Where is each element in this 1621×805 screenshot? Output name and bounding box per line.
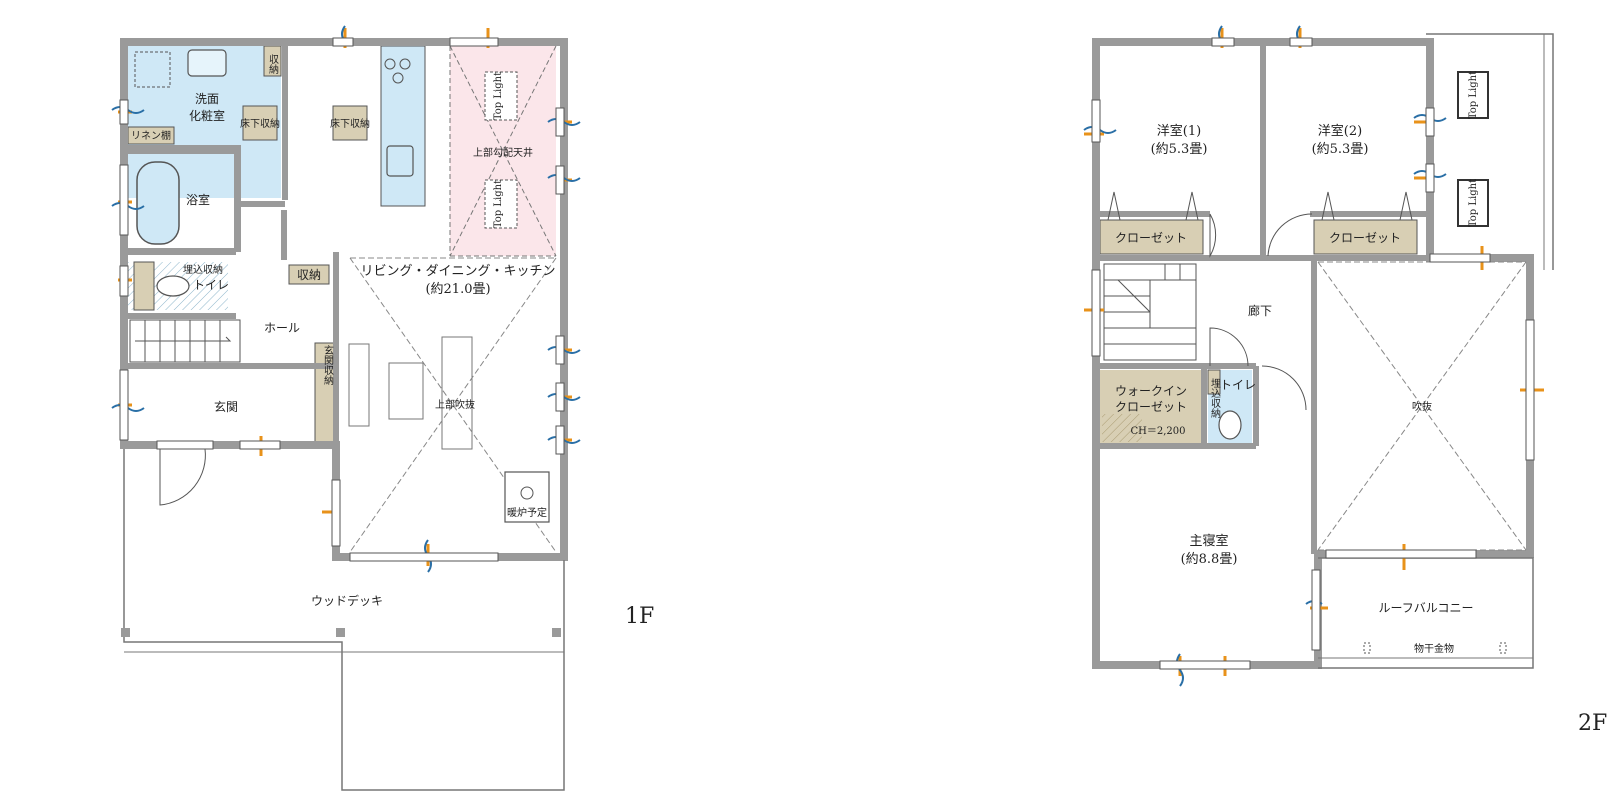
label-underfloor-2: 床下収納 — [330, 117, 370, 130]
label-closet-2: クローゼット — [1329, 231, 1401, 245]
label-underfloor-1: 床下収納 — [240, 117, 280, 130]
label-top-light-1f-1: Top Light — [493, 72, 504, 120]
kitchen-island — [348, 343, 370, 427]
deck-post-2 — [336, 628, 345, 637]
roof-balcony-outline — [1426, 33, 1554, 270]
label-western-room-1-b: (約5.3畳) — [1151, 142, 1208, 157]
label-walk-in-closet-a: ウォークイン — [1115, 384, 1187, 398]
fireplace — [504, 471, 550, 523]
label-roof-balcony: ルーフバルコニー — [1378, 601, 1473, 615]
deck-post-3 — [552, 628, 561, 637]
dining-table — [388, 362, 424, 420]
label-western-room-2-b: (約5.3畳) — [1312, 142, 1369, 157]
label-ldk-2: (約21.0畳) — [425, 282, 490, 297]
label-top-light-2f-2: Top Light — [1468, 179, 1479, 227]
label-storage-hall: 収納 — [297, 268, 321, 282]
label-atrium-2f: 吹抜 — [1412, 400, 1432, 413]
label-corridor: 廊下 — [1248, 303, 1272, 318]
label-toilet-1f: トイレ — [193, 278, 229, 292]
label-closet-1: クローゼット — [1115, 231, 1187, 245]
label-wood-deck: ウッドデッキ — [311, 593, 383, 608]
label-linen: リネン棚 — [131, 129, 171, 142]
wood-deck — [123, 449, 565, 791]
top-light-1-box — [484, 71, 518, 121]
toilet-bowl-1f — [156, 275, 190, 297]
entrance-door-swing — [159, 448, 206, 506]
storage-hall — [288, 264, 330, 285]
label-ldk-1: リビング・ダイニング・キッチン — [360, 264, 555, 279]
label-entrance: 玄関 — [214, 399, 238, 414]
sloped-ceiling-lines — [449, 45, 557, 257]
label-entrance-storage: 玄関収納 — [322, 344, 334, 386]
sofa — [441, 336, 473, 450]
toilet-wall-storage — [133, 261, 155, 311]
top-light-2f-2-box — [1457, 179, 1489, 227]
window-frames-1f — [119, 37, 565, 562]
label-clothes-hanger: 物干金物 — [1414, 642, 1454, 655]
stairs-1f — [129, 319, 241, 363]
washbasin — [187, 49, 227, 77]
label-walk-in-closet-b: クローゼット — [1115, 400, 1187, 414]
label-sloped-ceiling: 上部勾配天井 — [473, 146, 533, 159]
label-builtin-storage-2f: 埋込収納 — [1209, 378, 1221, 419]
underfloor-storage-2 — [332, 105, 368, 141]
kitchen-counter — [380, 45, 426, 207]
closet-2-fill — [1313, 219, 1418, 255]
label-builtin-storage-1f: 埋込収納 — [183, 263, 223, 276]
floor-1f — [111, 25, 581, 791]
label-master-bedroom-a: 主寝室 — [1189, 533, 1228, 549]
label-bathroom: 浴室 — [186, 192, 210, 207]
label-atrium-above: 上部吹抜 — [435, 398, 475, 411]
label-master-bedroom-b: (約8.8畳) — [1181, 552, 1238, 567]
exterior-wall-1f — [120, 38, 568, 561]
top-light-2f-1-box — [1457, 71, 1489, 119]
top-light-2-box — [484, 179, 518, 229]
label-washroom-1: 洗面 — [195, 92, 219, 106]
kitchen-sink — [386, 145, 414, 177]
label-hall: ホール — [264, 321, 300, 335]
interior-walls-2f — [1096, 42, 1430, 554]
fireplace-circle — [520, 486, 534, 500]
closet-doors — [1107, 191, 1413, 221]
window-frames-2f — [1091, 37, 1535, 670]
floor-label-2f: 2F — [1578, 711, 1607, 736]
label-ceiling-height: CH＝2,200 — [1131, 426, 1186, 437]
label-top-light-2f-1: Top Light — [1468, 71, 1479, 119]
washing-machine — [134, 51, 171, 88]
stairs-2f — [1103, 263, 1197, 361]
toilet-bowl-2f — [1218, 410, 1242, 440]
label-toilet-2f: トイレ — [1220, 378, 1256, 392]
deck-post-1 — [121, 628, 130, 637]
label-western-room-1-a: 洋室(1) — [1157, 123, 1201, 139]
label-storage-small: 収納 — [267, 54, 279, 75]
underfloor-storage-1 — [242, 105, 278, 141]
floor-2f — [1083, 25, 1554, 687]
label-washroom-2: 化粧室 — [189, 108, 225, 123]
label-western-room-2-a: 洋室(2) — [1318, 123, 1362, 139]
door-swings-2f — [1209, 213, 1313, 411]
walk-in-closet-hatch — [1102, 414, 1142, 442]
label-fireplace: 暖炉予定 — [507, 506, 547, 519]
label-top-light-1f-2: Top Light — [493, 180, 504, 228]
toilet-2f-storage — [1207, 369, 1221, 395]
kitchen-stove — [384, 58, 411, 84]
floor-label-1f: 1F — [625, 604, 654, 629]
bathtub — [136, 161, 180, 245]
